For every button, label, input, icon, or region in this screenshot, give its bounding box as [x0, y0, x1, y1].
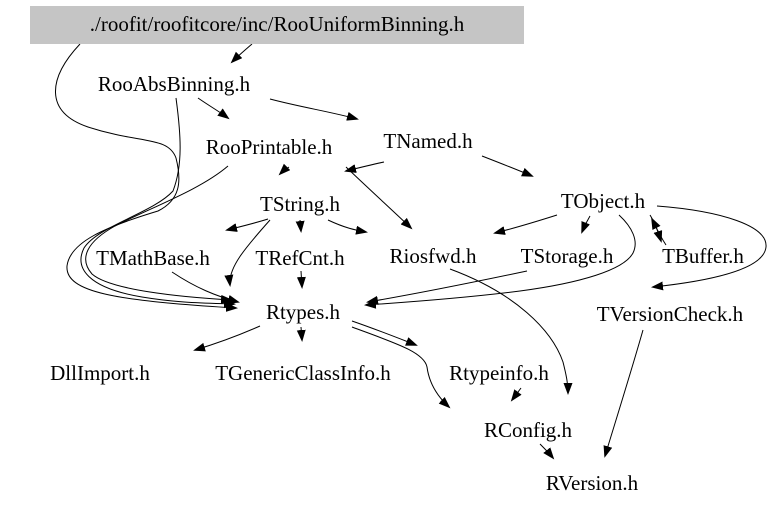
- edge-tobject-to-rtypes: [364, 214, 636, 309]
- node-tgeneric[interactable]: TGenericClassInfo.h: [215, 361, 391, 386]
- edge-rooprint-to-rtypes: [85, 165, 233, 304]
- edge-rooabs-to-tnamed: [269, 98, 359, 121]
- edge-riosfwd-to-rconfig: [449, 268, 573, 395]
- node-riosfwd[interactable]: Riosfwd.h: [389, 244, 477, 269]
- edge-rtypes-to-rconfig: [351, 326, 451, 409]
- node-rooabs[interactable]: RooAbsBinning.h: [97, 72, 251, 97]
- edge-rtypes-to-tgeneric: [296, 326, 306, 342]
- edge-rooabs-to-rtypes: [80, 97, 236, 309]
- edge-rconfig-to-rversion: [539, 443, 555, 460]
- node-rconfig[interactable]: RConfig.h: [483, 418, 573, 443]
- edge-tstring-to-tmathbase: [225, 218, 269, 232]
- node-tnamed[interactable]: TNamed.h: [383, 129, 473, 154]
- node-tvercheck[interactable]: TVersionCheck.h: [596, 302, 744, 327]
- edge-tobject-to-riosfwd: [493, 214, 558, 235]
- edge-tobject-to-tstorage: [581, 215, 591, 234]
- edge-rtypes-to-dllimport: [193, 325, 261, 352]
- edge-tstorage-to-rtypes: [366, 270, 528, 305]
- edge-rooabs-to-rooprint: [197, 97, 230, 120]
- node-tobject[interactable]: TObject.h: [560, 189, 646, 214]
- node-tstorage[interactable]: TStorage.h: [520, 244, 614, 269]
- edges: [55, 43, 767, 460]
- node-rtypes[interactable]: Rtypes.h: [265, 300, 341, 325]
- edge-tnamed-to-tstring: [344, 161, 385, 173]
- edge-tstring-to-rtypes: [224, 219, 271, 287]
- node-trefcnt[interactable]: TRefCnt.h: [255, 246, 345, 271]
- edge-trefcnt-to-rtypes: [296, 270, 306, 289]
- edge-tstring-to-trefcnt: [295, 219, 305, 233]
- node-rversion[interactable]: RVersion.h: [545, 471, 639, 496]
- edge-rooprint-to-tstring: [278, 163, 291, 176]
- edge-rtypeinfo-to-rconfig: [510, 387, 522, 402]
- edge-main-to-rooabs: [230, 43, 253, 64]
- edge-tbuffer-to-tobject: [651, 217, 667, 246]
- edge-tvercheck-to-rversion: [603, 329, 644, 458]
- node-tbuffer[interactable]: TBuffer.h: [662, 244, 744, 269]
- edge-rooprint-to-riosfwd: [345, 166, 413, 230]
- node-main: ./roofit/roofitcore/inc/RooUniformBinnin…: [30, 6, 524, 44]
- edge-main-to-rtypes: [55, 43, 238, 312]
- edge-tobject-to-tbuffer: [649, 214, 663, 243]
- edge-tstring-to-riosfwd: [327, 219, 368, 235]
- node-tstring[interactable]: TString.h: [260, 192, 340, 217]
- edge-tnamed-to-tobject: [481, 155, 534, 177]
- node-tmathbase[interactable]: TMathBase.h: [96, 246, 210, 271]
- node-rtypeinfo[interactable]: Rtypeinfo.h: [449, 361, 549, 386]
- edge-tobject-to-tvercheck: [651, 205, 767, 291]
- node-rooprint[interactable]: RooPrintable.h: [205, 135, 333, 160]
- edge-rtypes-to-rtypeinfo: [351, 320, 418, 346]
- edge-tmathbase-to-rtypes: [171, 271, 240, 304]
- node-dllimport[interactable]: DllImport.h: [50, 361, 150, 386]
